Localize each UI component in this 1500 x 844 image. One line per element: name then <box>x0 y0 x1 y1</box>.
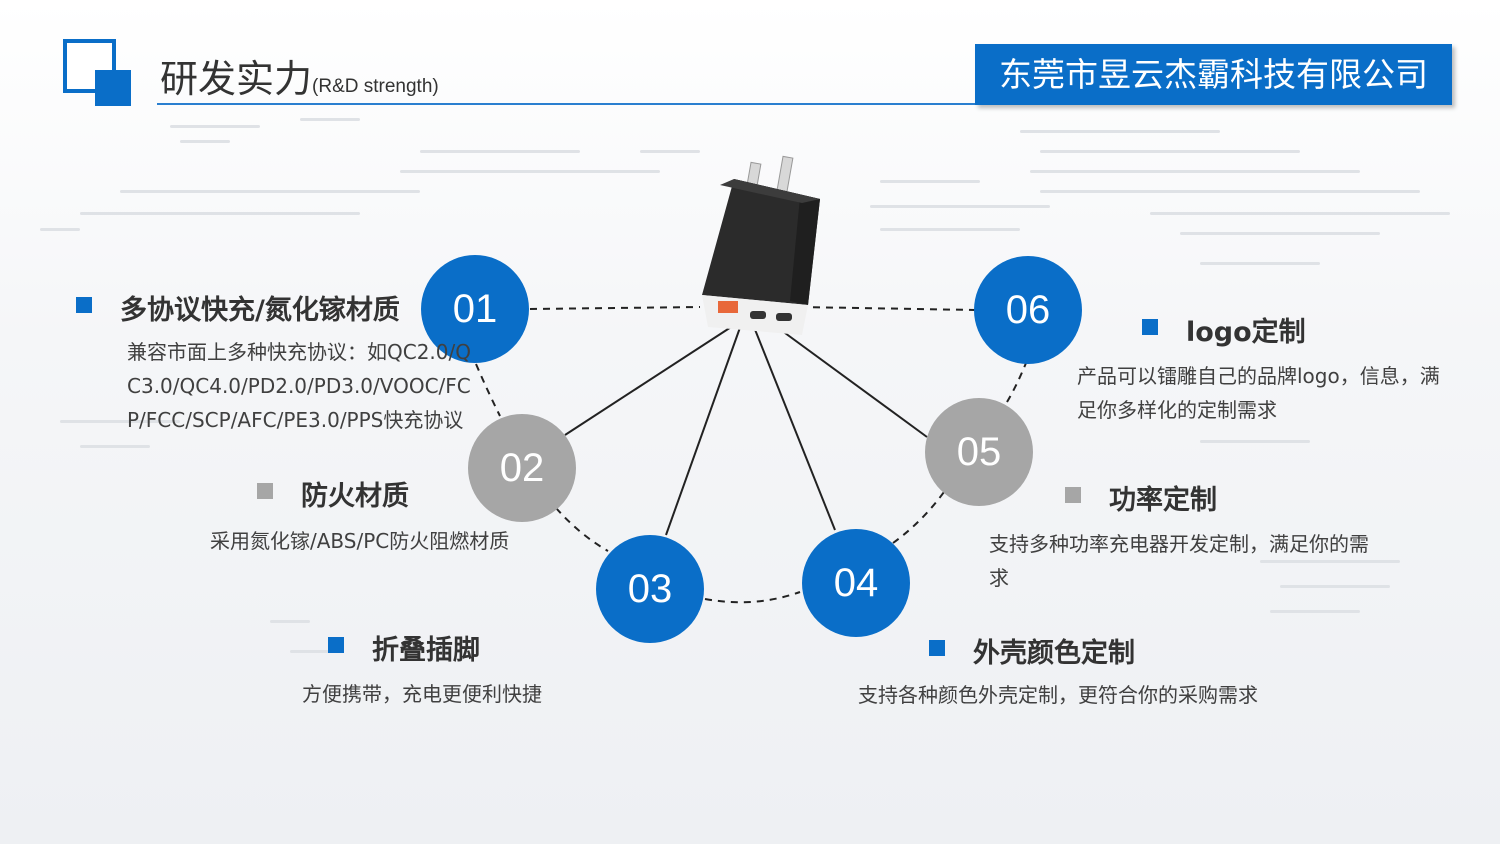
node-circle-04: 04 <box>802 529 910 637</box>
node-circle-05: 05 <box>925 398 1033 506</box>
page-title: 研发实力(R&D strength) <box>160 48 439 103</box>
feature-06-title: logo定制 <box>1186 317 1306 348</box>
charger-body <box>702 179 820 305</box>
feature-01-title: 多协议快充/氮化镓材质 <box>120 295 400 326</box>
feature-03-desc: 方便携带，充电更便利快捷 <box>302 682 542 706</box>
node-circle-06: 06 <box>974 256 1082 364</box>
usb-c-port-2 <box>776 313 792 321</box>
feature-02-bullet <box>257 483 273 499</box>
solid-line-hub-02 <box>564 317 746 436</box>
charger-body-side <box>734 179 820 305</box>
dashed-arc-03-04 <box>704 591 801 604</box>
feature-04-bullet <box>929 640 945 656</box>
charger-prong-right <box>776 155 794 193</box>
node-circle-02: 02 <box>468 414 576 522</box>
solid-line-hub-05 <box>769 321 928 438</box>
feature-04-desc: 支持各种颜色外壳定制，更符合你的采购需求 <box>858 683 1258 707</box>
feature-02-title: 防火材质 <box>301 481 409 512</box>
feature-06-bullet <box>1142 319 1158 335</box>
company-name-banner: 东莞市昱云杰霸科技有限公司 <box>975 44 1452 105</box>
feature-01-desc: 兼容市面上多种快充协议：如QC2.0/QC3.0/QC4.0/PD2.0/PD3… <box>127 340 471 432</box>
feature-02-desc: 采用氮化镓/ABS/PC防火阻燃材质 <box>210 529 510 553</box>
solid-line-hub-04 <box>751 321 836 531</box>
usb-a-port <box>718 301 738 313</box>
header-divider <box>157 103 1450 105</box>
feature-01-bullet <box>76 297 92 313</box>
node-circle-03: 03 <box>596 535 704 643</box>
feature-04-title: 外壳颜色定制 <box>973 638 1135 669</box>
feature-03-bullet <box>328 637 344 653</box>
charger-top-face <box>720 179 820 203</box>
feature-05-title: 功率定制 <box>1109 485 1217 516</box>
dashed-arc-02-03 <box>555 507 609 552</box>
solid-line-hub-03 <box>665 321 743 536</box>
page-title-en: (R&D strength) <box>312 76 439 97</box>
header-logo-square-filled <box>95 70 131 106</box>
usb-charger-image <box>702 155 820 335</box>
dashed-arc-04-05 <box>892 491 945 544</box>
node-circle-01: 01 <box>421 255 529 363</box>
dashed-arc-01-02 <box>475 363 501 417</box>
usb-c-port-1 <box>750 311 766 319</box>
dashed-arc-05-06 <box>1006 362 1027 403</box>
feature-06-desc: 产品可以镭雕自己的品牌logo，信息，满足你多样化的定制需求 <box>1077 364 1440 422</box>
dashed-line-01-hub <box>529 306 701 310</box>
feature-05-bullet <box>1065 487 1081 503</box>
dashed-line-hub-06 <box>799 306 976 311</box>
page-title-cn: 研发实力 <box>160 57 313 101</box>
feature-03-title: 折叠插脚 <box>372 635 480 666</box>
feature-05-desc: 支持多种功率充电器开发定制，满足你的需求 <box>989 532 1369 590</box>
